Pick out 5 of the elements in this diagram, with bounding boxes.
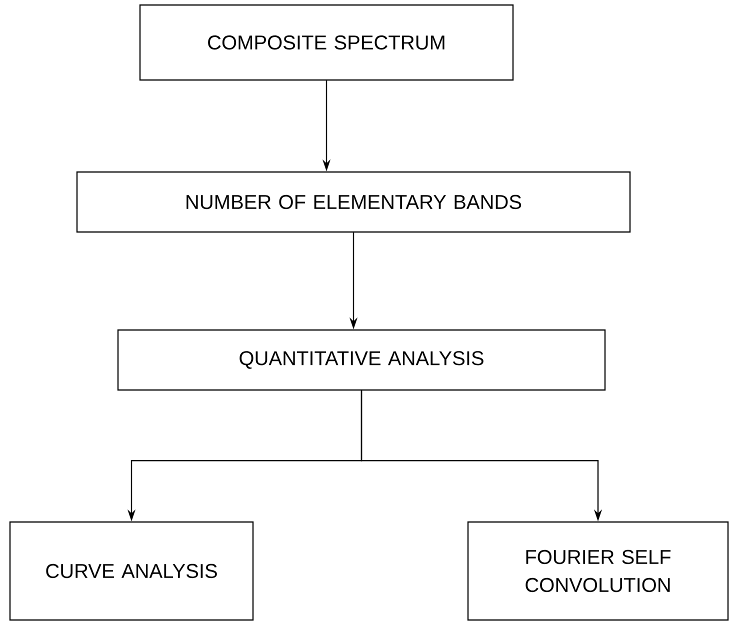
process-box: FOURIER SELF CONVOLUTION (467, 521, 729, 621)
process-box: QUANTITATIVE ANALYSIS (117, 329, 606, 391)
process-box: COMPOSITE SPECTRUM (139, 4, 514, 81)
process-box: NUMBER OF ELEMENTARY BANDS (76, 171, 631, 233)
process-box: CURVE ANALYSIS (9, 521, 254, 621)
